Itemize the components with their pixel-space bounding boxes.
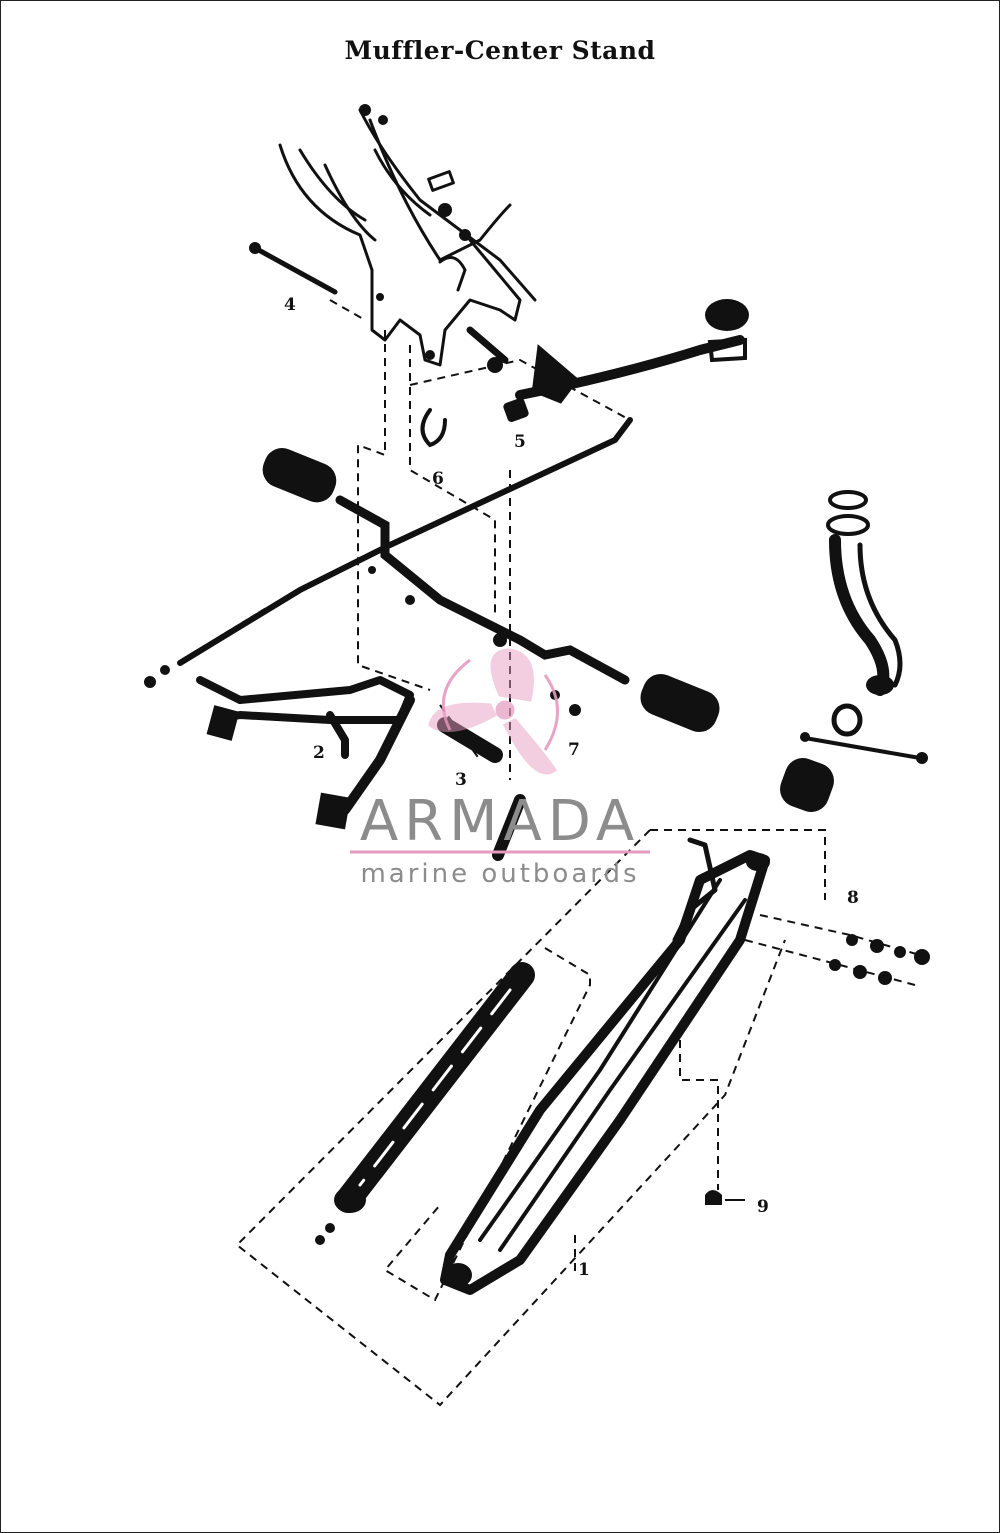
- callout-5: 5: [514, 432, 526, 452]
- armada-watermark: ARMADA marine outboards: [350, 648, 650, 889]
- callout-8: 8: [847, 888, 859, 908]
- rubber-cap-9: [705, 1190, 745, 1205]
- brake-rod: [144, 417, 633, 688]
- spring-pin: [492, 794, 526, 861]
- collar-5: [503, 397, 529, 423]
- muffler-bracket-bolts: [359, 104, 471, 360]
- callout-6: 6: [432, 469, 444, 489]
- watermark-brand: ARMADA: [360, 789, 640, 854]
- muffler-bolts-8: [829, 934, 930, 985]
- muffler-1: [440, 837, 770, 1295]
- kick-starter-lever: [826, 490, 903, 696]
- watermark-tagline: marine outboards: [360, 859, 639, 889]
- propeller-logo-icon: [428, 648, 559, 775]
- callout-labels: 1 2 3 4 5 6 7 8 9: [284, 295, 859, 1280]
- pivot-pin-3: [437, 717, 503, 763]
- muffler-inner-tube: [315, 962, 535, 1245]
- callout-9: 9: [757, 1197, 769, 1217]
- kick-rubber-and-bolt: [780, 703, 928, 812]
- callout-4: 4: [284, 295, 296, 315]
- callout-3: 3: [455, 770, 467, 790]
- callout-1: 1: [578, 1260, 590, 1280]
- footrest-rubbers: [262, 448, 720, 733]
- brake-pedal: [466, 299, 749, 404]
- callout-7: 7: [568, 740, 580, 760]
- callout-2: 2: [313, 743, 325, 763]
- footrest-bars: [335, 495, 630, 716]
- long-bolt-4: [249, 242, 338, 295]
- side-stand-2: [196, 676, 415, 830]
- diagram-title: Muffler-Center Stand: [344, 36, 656, 65]
- muffler-bracket-assembly: [278, 108, 537, 367]
- cotter-pin-6: [420, 408, 447, 448]
